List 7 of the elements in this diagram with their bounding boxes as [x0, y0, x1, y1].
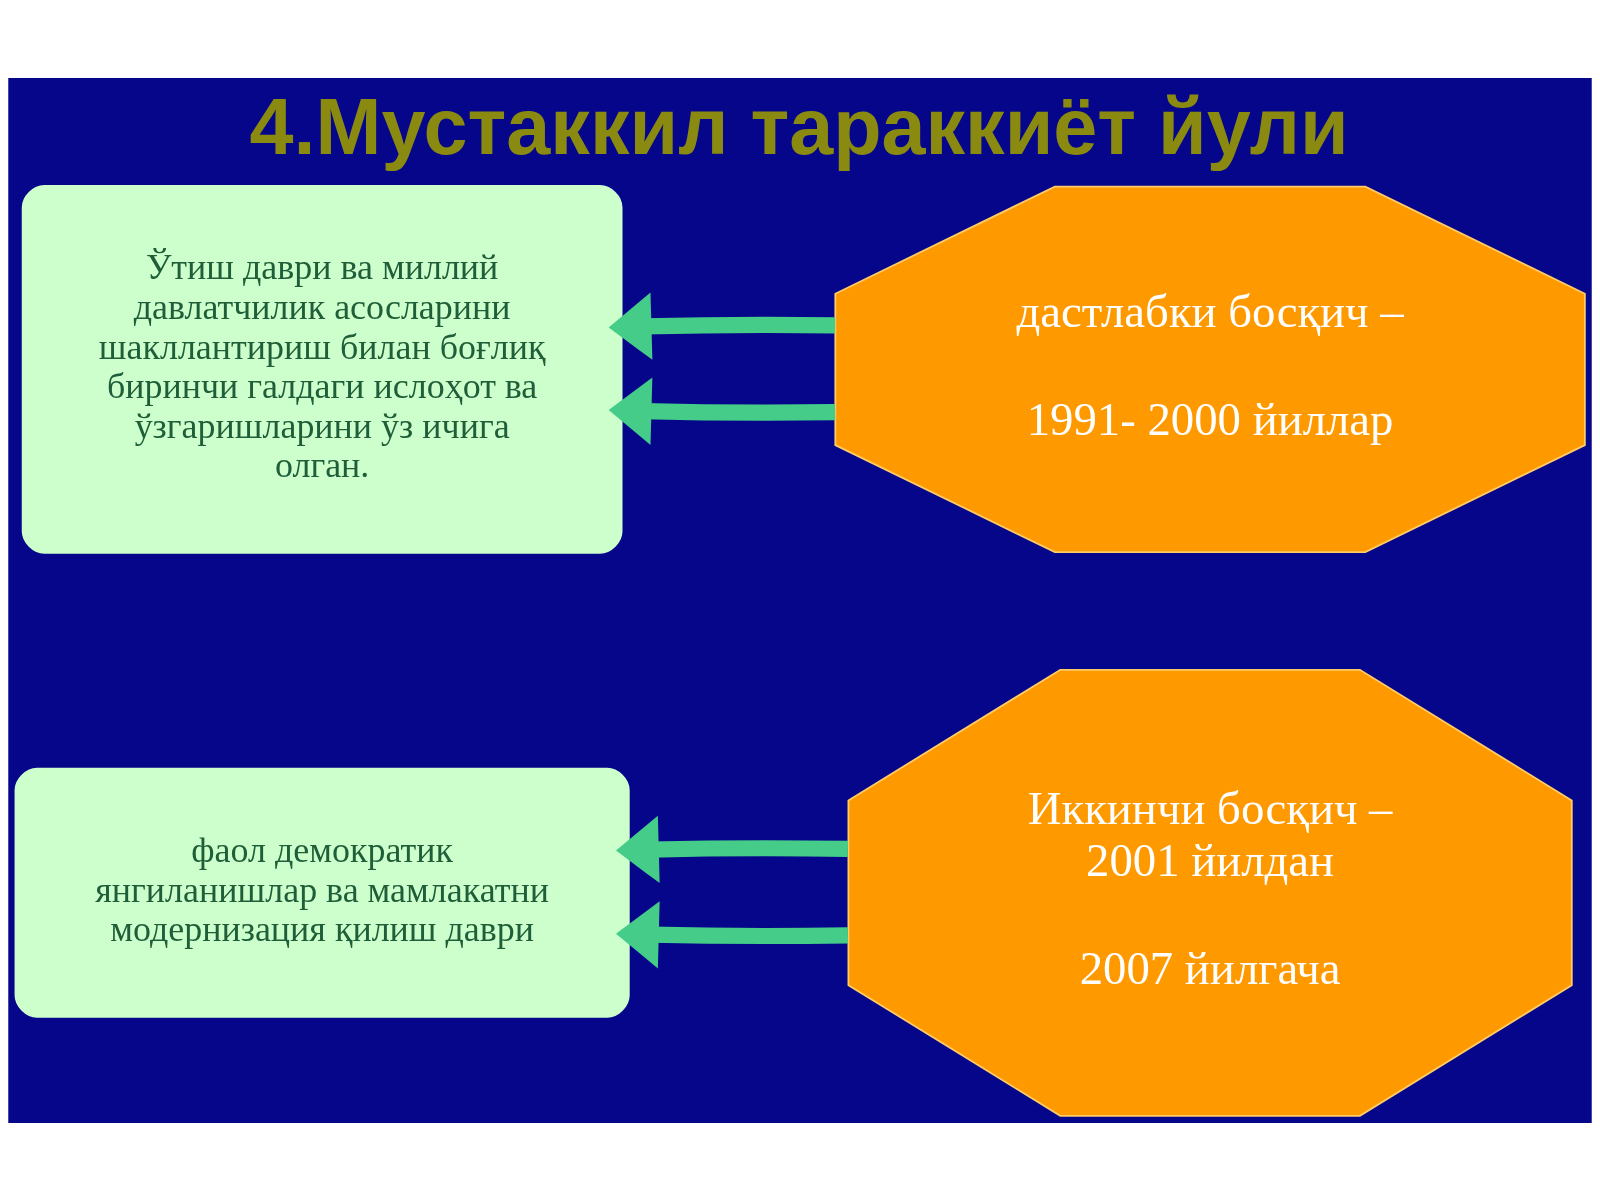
diagram-title: 4.Мустаккил тараккиёт йули [249, 81, 1349, 171]
arrow [608, 377, 836, 445]
arrow [608, 292, 836, 360]
arrow [616, 815, 849, 883]
node-box: фаол демократик янгиланишлар ва мамлакатни модернизация қилиш даври [14, 767, 630, 1018]
arrow [616, 900, 849, 968]
node-box: Ўтиш даври ва миллий давлатчилик асосларини шакллантириш билан боғлиқ биринчи галдаги ислоҳот ва ўзгаришларини ўз ичига олган. [21, 184, 623, 554]
